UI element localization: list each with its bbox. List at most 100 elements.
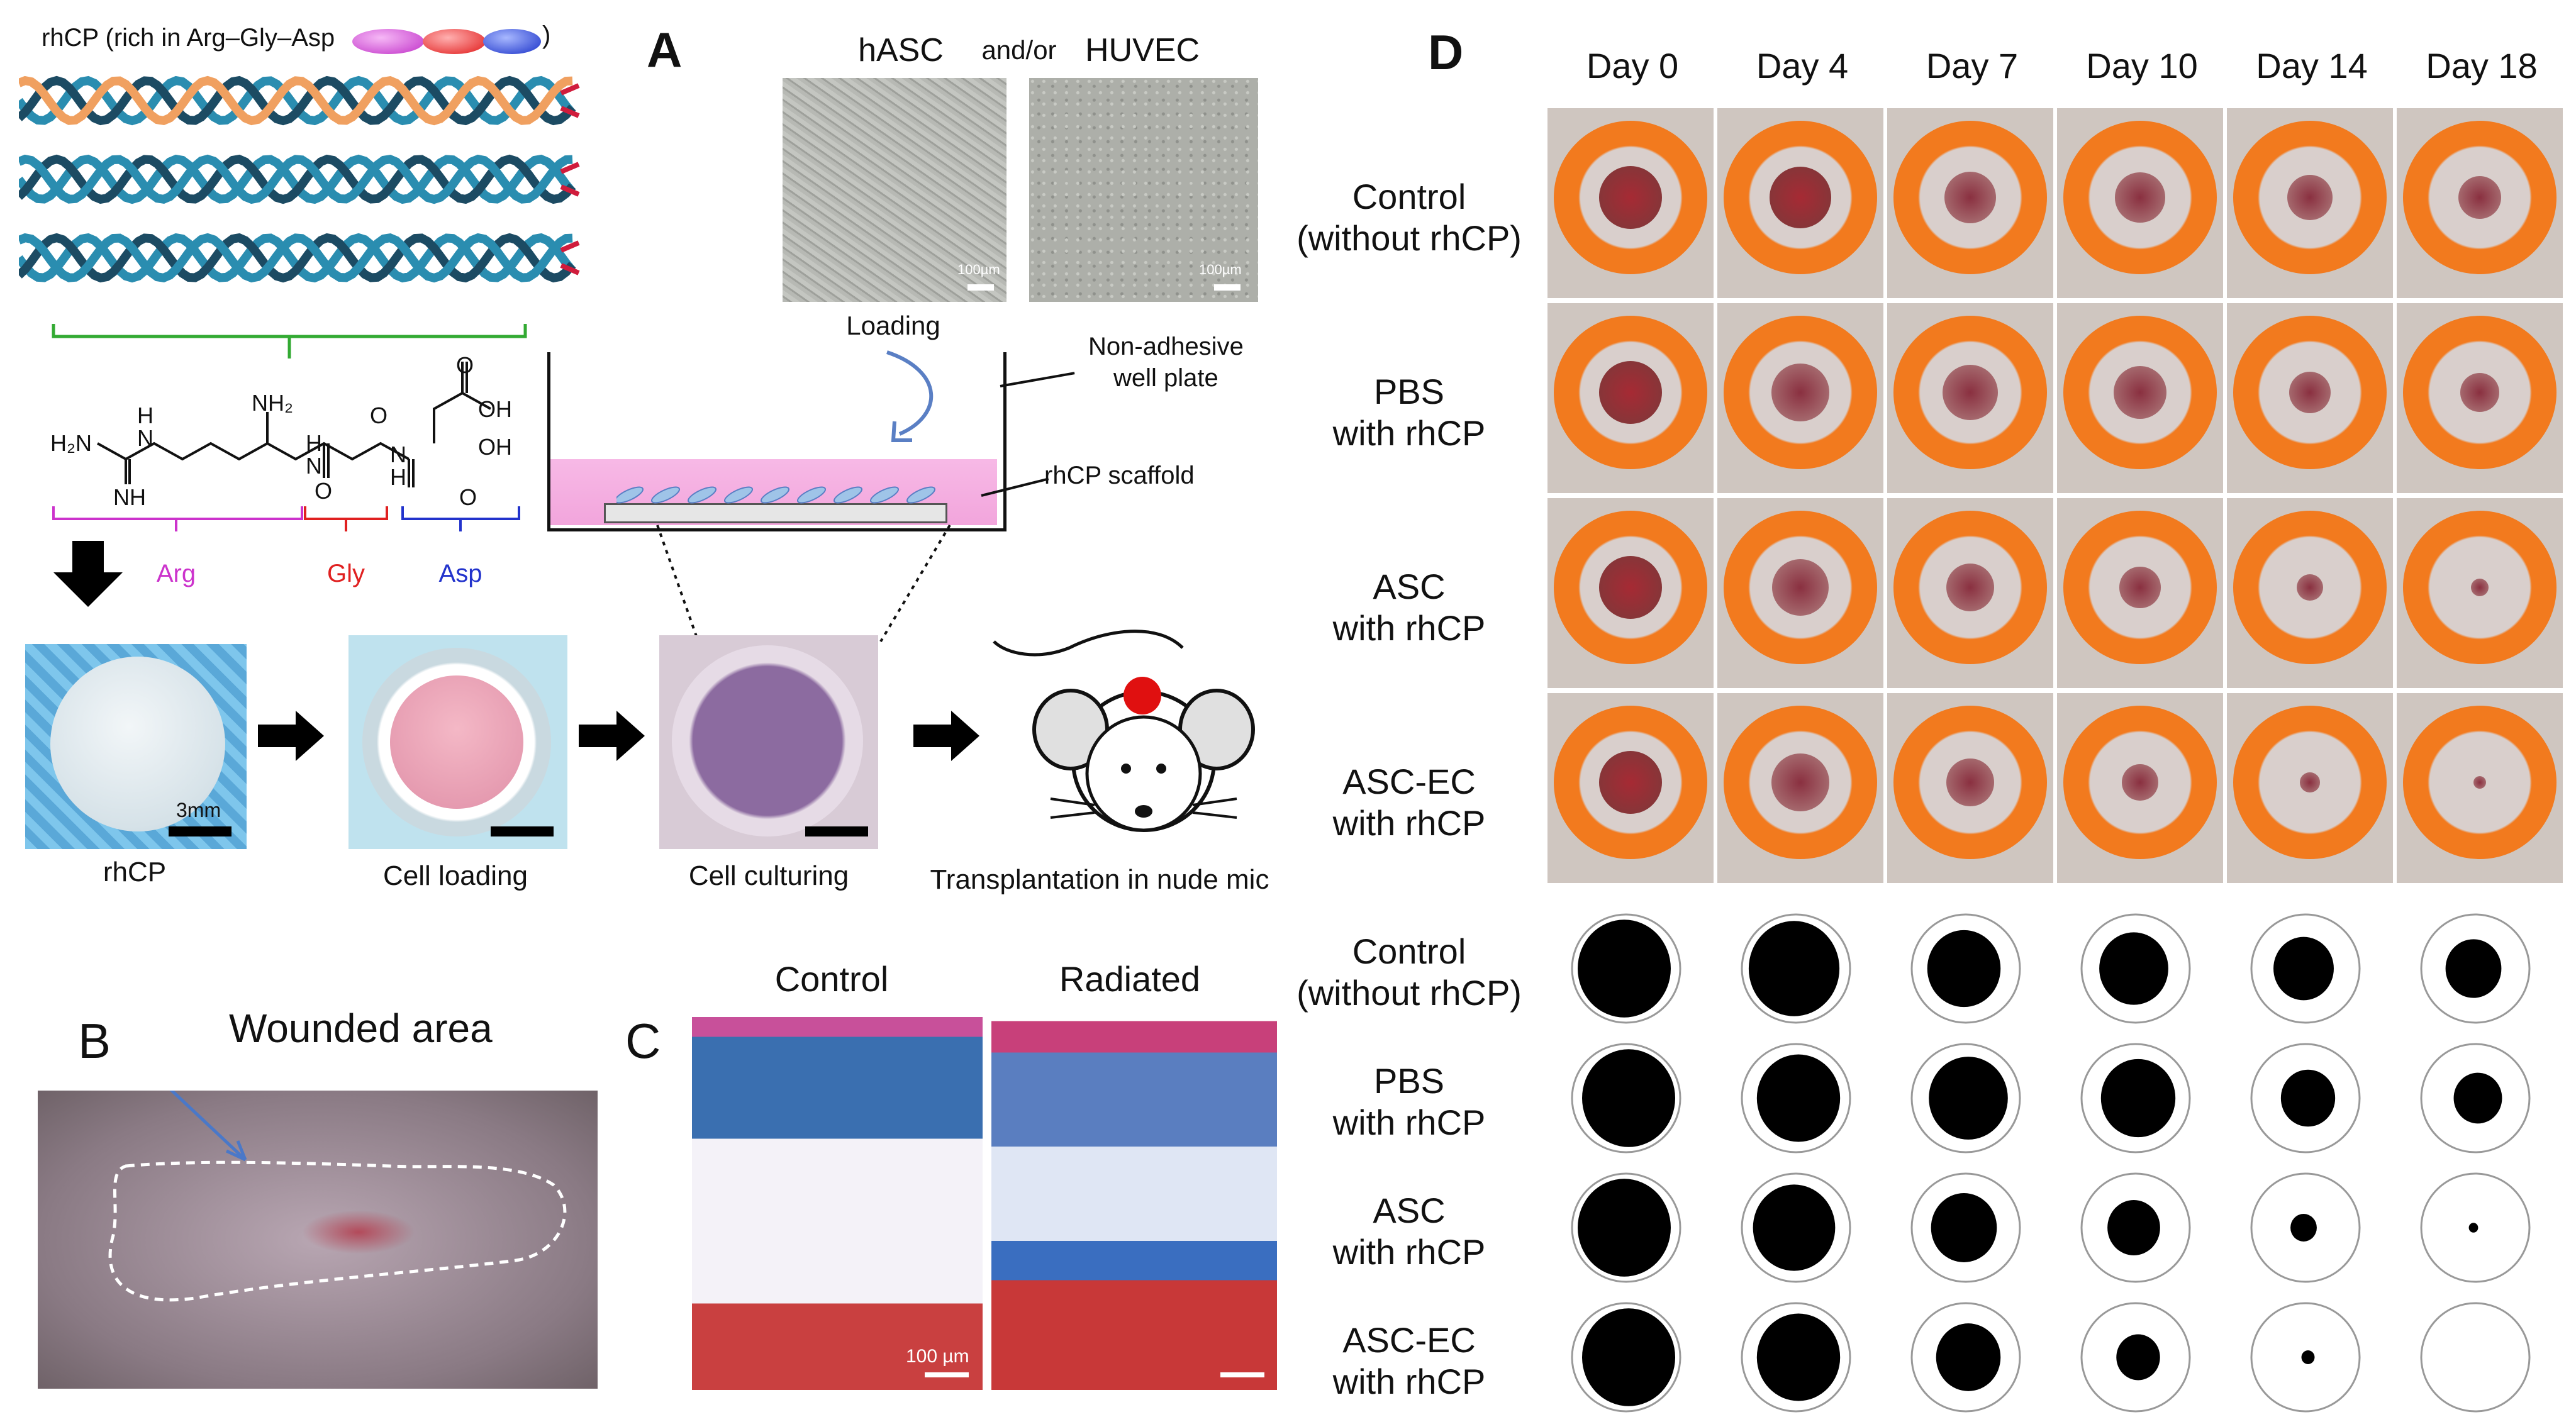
trace-wound-area <box>2453 1072 2502 1124</box>
trace-wound-area <box>1748 921 1840 1016</box>
micrograph-hasc <box>783 78 1006 302</box>
trace-outline <box>2420 1172 2531 1283</box>
residue-arg: Arg <box>156 560 196 587</box>
trace-wound-area <box>2100 1059 2176 1138</box>
cell-on-scaffold <box>616 486 644 504</box>
chem-h2n: H₂N <box>50 430 92 456</box>
trace-wound-area <box>1756 1054 1841 1142</box>
cell-on-scaffold <box>796 486 827 504</box>
wound-bed <box>1770 167 1831 228</box>
wound-bed <box>2287 175 2333 220</box>
trace-outline <box>2250 1302 2361 1413</box>
wound-bed <box>1943 365 1998 420</box>
wound-photo <box>2227 303 2393 493</box>
splint-ring <box>1724 706 1877 859</box>
trace-wound-area <box>2107 1200 2160 1255</box>
wound-outline <box>108 1091 567 1302</box>
micrograph-huvec <box>1029 78 1258 302</box>
chem-h-mid: H <box>306 430 322 456</box>
trace-outline <box>2420 1302 2531 1413</box>
trace-outline <box>1741 1302 1851 1413</box>
helix-strand <box>19 75 573 126</box>
wounded-area-label: Wounded area <box>229 1006 493 1051</box>
splint-ring <box>2233 316 2387 469</box>
culture-ring <box>672 645 863 836</box>
wound-photo <box>2057 693 2223 883</box>
chem-n-right: N <box>390 442 406 467</box>
wound-photo <box>1887 108 2053 298</box>
wound-bed <box>2122 764 2158 801</box>
splint-ring <box>1554 511 1707 664</box>
wound-photo <box>2397 693 2563 883</box>
micrograph-scale-label-2: 100µm <box>1199 262 1242 277</box>
wound-trace-grid <box>1571 913 2531 1413</box>
step-label-rhcp: rhCP <box>103 857 167 887</box>
helix-strand <box>19 154 576 204</box>
cell-on-scaffold <box>906 486 936 504</box>
chem-o-1: O <box>315 478 333 504</box>
group-label: PBS with rhCP <box>1332 372 1486 453</box>
scaffold-in-well <box>604 503 947 523</box>
step-label-cell-loading: Cell loading <box>383 860 528 891</box>
chem-o-2: O <box>370 403 388 428</box>
splint-ring <box>2063 121 2217 274</box>
wound-redness <box>302 1210 415 1254</box>
residue-brackets <box>52 506 520 531</box>
wound-photo <box>1547 303 1714 493</box>
trace-outline <box>2080 1172 2191 1283</box>
trace-wound-area <box>1936 1323 2001 1391</box>
trace-wound-area <box>2445 939 2502 998</box>
trace-outline <box>2080 1302 2191 1413</box>
trace-outline <box>1571 1172 1681 1283</box>
splint-ring <box>2403 121 2556 274</box>
histology-scale-bar-2 <box>1220 1372 1264 1377</box>
cell-on-scaffold <box>833 486 863 504</box>
wound-bed <box>1771 364 1829 421</box>
wound-photo <box>2057 303 2223 493</box>
histology-radiated-label: Radiated <box>1059 959 1201 999</box>
cell-type-huvec: HUVEC <box>1084 32 1200 69</box>
wound-bed <box>1599 751 1662 814</box>
panel-b-letter: B <box>78 1013 111 1069</box>
cell-on-scaffold <box>687 486 717 504</box>
trace-wound-area <box>2116 1334 2160 1381</box>
wound-bed <box>1771 558 1829 616</box>
chem-h-left: H <box>137 403 153 428</box>
wound-photo <box>1717 303 1883 493</box>
splint-ring <box>1724 121 1877 274</box>
panel-d-letter: D <box>1428 25 1464 80</box>
trace-wound-area <box>1582 1308 1675 1406</box>
green-bracket <box>52 324 527 358</box>
step-arrow-3 <box>913 711 979 761</box>
scale-bar-loading <box>491 826 554 836</box>
splint-ring <box>2063 706 2217 859</box>
group-label: ASC with rhCP <box>1332 1191 1486 1272</box>
wound-photo <box>1547 108 1714 298</box>
rhcp-disc <box>50 657 225 831</box>
rgd-pill-blue <box>483 29 541 54</box>
helix-strand <box>19 154 573 204</box>
rhcp-title: rhCP (rich in Arg–Gly–Asp <box>42 24 335 52</box>
trace-wound-area <box>1927 930 2001 1008</box>
chem-n-mid: N <box>306 453 322 479</box>
step-arrow-2 <box>579 711 645 761</box>
wound-photo <box>1887 498 2053 688</box>
trace-outline <box>2420 1043 2531 1153</box>
day-label: Day 0 <box>1586 46 1679 86</box>
wound-bed <box>1946 563 1995 612</box>
chem-oh-2: OH <box>478 434 512 460</box>
wound-photo <box>2397 108 2563 298</box>
wound-bed <box>2114 366 2166 419</box>
splint-ring <box>1724 511 1877 664</box>
helix-end <box>560 83 580 118</box>
panel-c-letter: C <box>625 1013 661 1069</box>
histology-control <box>692 997 983 1390</box>
wound-photo <box>2397 498 2563 688</box>
chem-nh2-top: NH₂ <box>252 390 293 416</box>
cell-on-scaffold <box>650 486 681 504</box>
helix-strand <box>19 233 576 283</box>
trace-outline <box>2080 913 2191 1024</box>
step-arrow-1 <box>258 711 324 761</box>
group-label: ASC-EC with rhCP <box>1332 1320 1486 1401</box>
wound-bed <box>2115 172 2165 223</box>
